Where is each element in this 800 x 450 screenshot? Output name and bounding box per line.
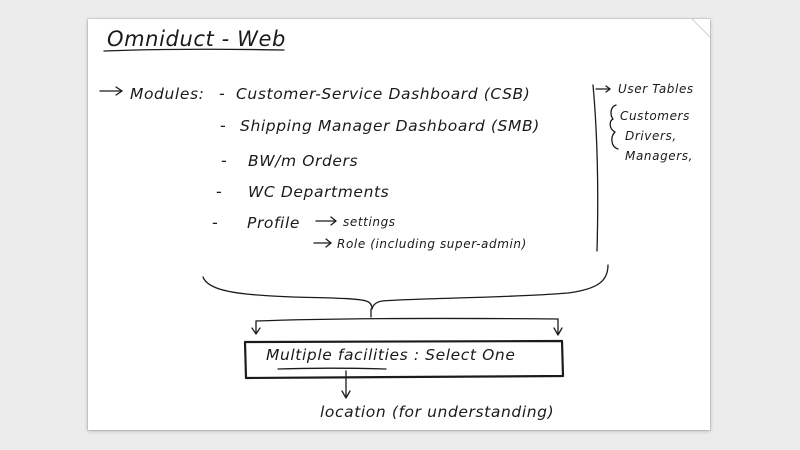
whiteboard-sheet: Omniduct - Web Modules: - Customer-Servi… bbox=[88, 19, 710, 430]
user-table-managers: Managers, bbox=[625, 149, 694, 163]
profile-sub-role: Role (including super-admin) bbox=[337, 237, 527, 251]
module-item-orders: BW/m Orders bbox=[248, 152, 359, 170]
location-arrow-head bbox=[341, 390, 351, 399]
settings-arrow-head bbox=[330, 216, 337, 226]
facilities-underline bbox=[277, 367, 387, 370]
role-arrow-head bbox=[325, 238, 332, 248]
split-line bbox=[255, 317, 559, 322]
split-left-arrow-head bbox=[251, 327, 261, 335]
module-item-csb: Customer-Service Dashboard (CSB) bbox=[236, 85, 531, 103]
location-note: location (for understanding) bbox=[320, 403, 555, 421]
user-table-drivers: Drivers, bbox=[625, 129, 677, 143]
title-underline bbox=[103, 48, 285, 52]
module-bullet-4: - bbox=[216, 182, 223, 201]
modules-right-bracket bbox=[592, 84, 599, 252]
module-item-departments: WC Departments bbox=[248, 183, 390, 201]
facilities-box-outline bbox=[243, 339, 565, 380]
diagram-strokes bbox=[99, 48, 619, 399]
module-bullet-5: - bbox=[212, 213, 219, 232]
module-bullet-1: - bbox=[219, 84, 226, 103]
user-tables-heading: User Tables bbox=[618, 82, 694, 96]
facilities-box-label: Multiple facilities : Select One bbox=[266, 346, 516, 364]
module-bullet-3: - bbox=[221, 151, 228, 170]
modules-arrow-head bbox=[115, 86, 123, 96]
profile-sub-settings: settings bbox=[343, 215, 396, 229]
user-tables-brace bbox=[609, 104, 619, 150]
user-tables-arrow-head bbox=[605, 85, 611, 93]
user-table-customers: Customers bbox=[620, 109, 690, 123]
module-item-profile: Profile bbox=[247, 214, 301, 232]
module-item-smb: Shipping Manager Dashboard (SMB) bbox=[240, 117, 540, 135]
modules-curly-brace bbox=[202, 264, 609, 310]
module-bullet-2: - bbox=[220, 116, 227, 135]
modules-heading: Modules: bbox=[130, 85, 205, 103]
split-right-arrow-head bbox=[553, 327, 563, 336]
diagram-title: Omniduct - Web bbox=[107, 27, 286, 51]
